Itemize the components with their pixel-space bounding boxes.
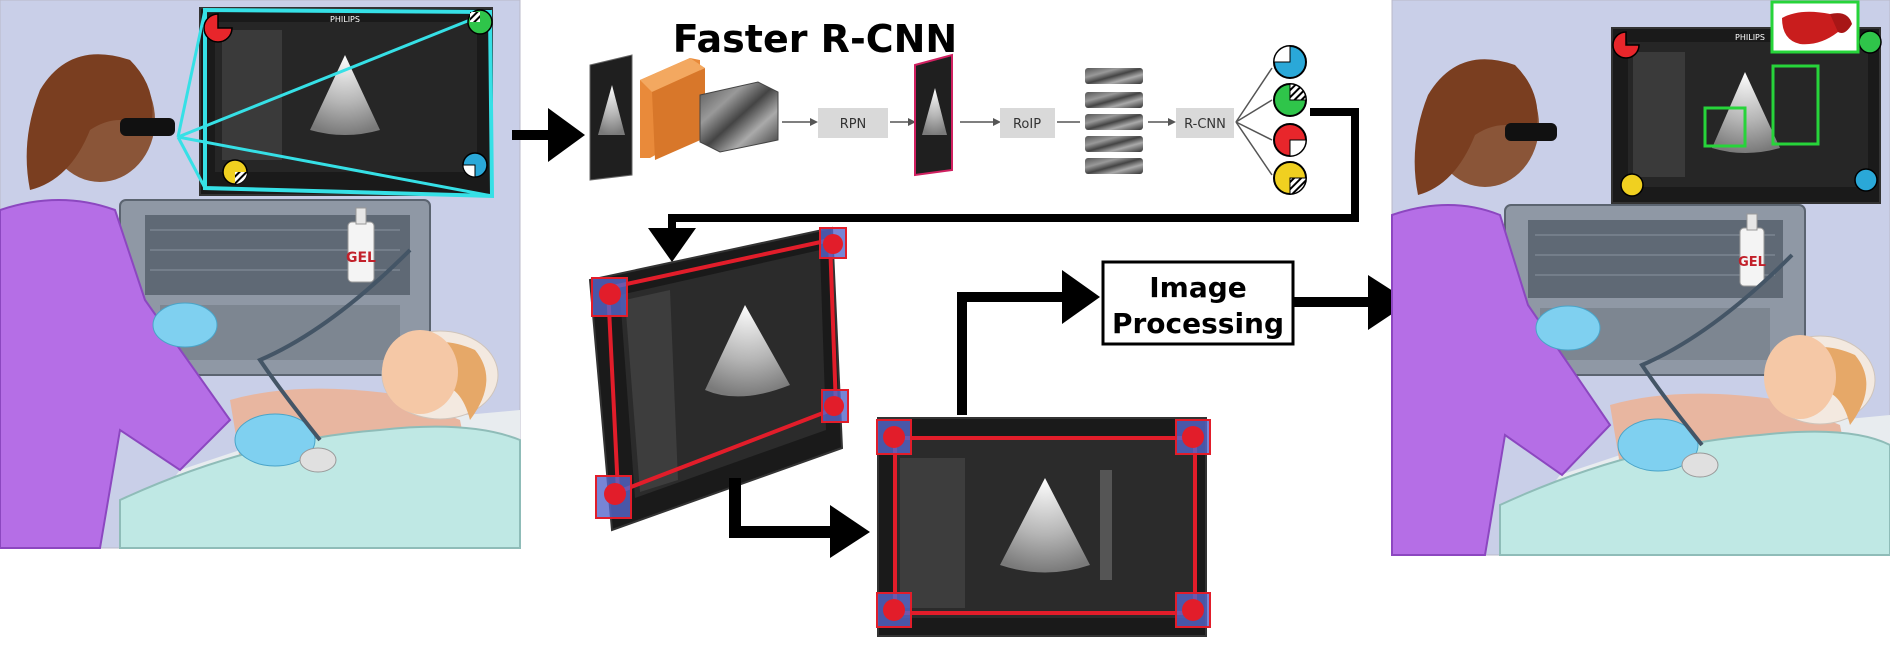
arrow-rcnn-to-detection — [648, 108, 1359, 262]
corner-marker-top-right — [467, 9, 493, 35]
class-icon-yellow-corner — [1273, 161, 1307, 195]
image-processing-box: Image Processing — [1101, 260, 1295, 346]
image-processing-line2: Processing — [1112, 307, 1284, 340]
class-icon-top-left-corner — [1273, 83, 1307, 117]
roi-feature-stack — [1085, 68, 1143, 174]
corner-box-tilted-bl — [595, 475, 632, 519]
gel-label: GEL — [346, 250, 376, 266]
liver-icon — [1782, 11, 1841, 45]
arrow-tilted-to-rectified — [729, 478, 870, 558]
right-corner-bottom-right — [1854, 168, 1878, 192]
corner-box-rectified-tl — [876, 419, 912, 455]
image-processing-line1: Image — [1149, 271, 1247, 304]
rcnn-label: R-CNN — [1184, 117, 1226, 132]
corner-box-tilted-tl — [591, 277, 628, 317]
roip-box: RoIP — [1000, 108, 1055, 138]
faster-rcnn-title: Faster R-CNN — [673, 17, 957, 61]
pipeline-input-image — [589, 54, 633, 181]
corner-box-rectified-tr — [1175, 419, 1211, 455]
right-corner-top-left — [1612, 31, 1640, 59]
feature-map-block — [699, 81, 779, 153]
right-corner-bottom-left — [1620, 173, 1644, 197]
organ-detection-box-tall — [1771, 64, 1820, 146]
arrow-rectified-to-processing — [957, 270, 1100, 415]
detection-box-rectified — [893, 436, 1197, 615]
right-monitor-inset: PHILIPS — [1611, 0, 1882, 204]
corner-box-tilted-tr — [819, 227, 847, 259]
left-monitor-inset: PHILIPS — [176, 7, 495, 199]
detected-monitor-tilted — [588, 226, 849, 532]
right-monitor-brand: PHILIPS — [1735, 33, 1765, 42]
gel-label-right: GEL — [1738, 255, 1766, 270]
corner-marker-bottom-left — [222, 159, 248, 185]
class-icon-red-corner — [1273, 123, 1307, 157]
cnn-backbone-block — [640, 58, 705, 160]
arrow-processing-to-result — [1293, 275, 1410, 330]
classification-fan — [1235, 67, 1273, 176]
rpn-label: RPN — [840, 117, 867, 132]
organ-detection-box-small — [1703, 106, 1747, 148]
left-monitor-brand: PHILIPS — [330, 15, 360, 24]
rpn-box: RPN — [818, 108, 888, 138]
rcnn-box: R-CNN — [1176, 108, 1234, 138]
liver-overlay — [1770, 0, 1860, 54]
arrow-scene-to-detector — [512, 108, 585, 162]
roip-label: RoIP — [1013, 117, 1041, 132]
corner-box-rectified-bl — [876, 592, 912, 628]
corner-marker-top-left — [203, 13, 233, 43]
corner-marker-bottom-right — [462, 152, 488, 178]
corner-box-rectified-br — [1175, 592, 1211, 628]
corner-box-tilted-br — [821, 389, 849, 423]
rectified-monitor — [876, 417, 1211, 637]
class-icon-top-right-corner — [1273, 45, 1307, 79]
proposal-image — [914, 53, 953, 177]
right-corner-top-right — [1858, 30, 1882, 54]
